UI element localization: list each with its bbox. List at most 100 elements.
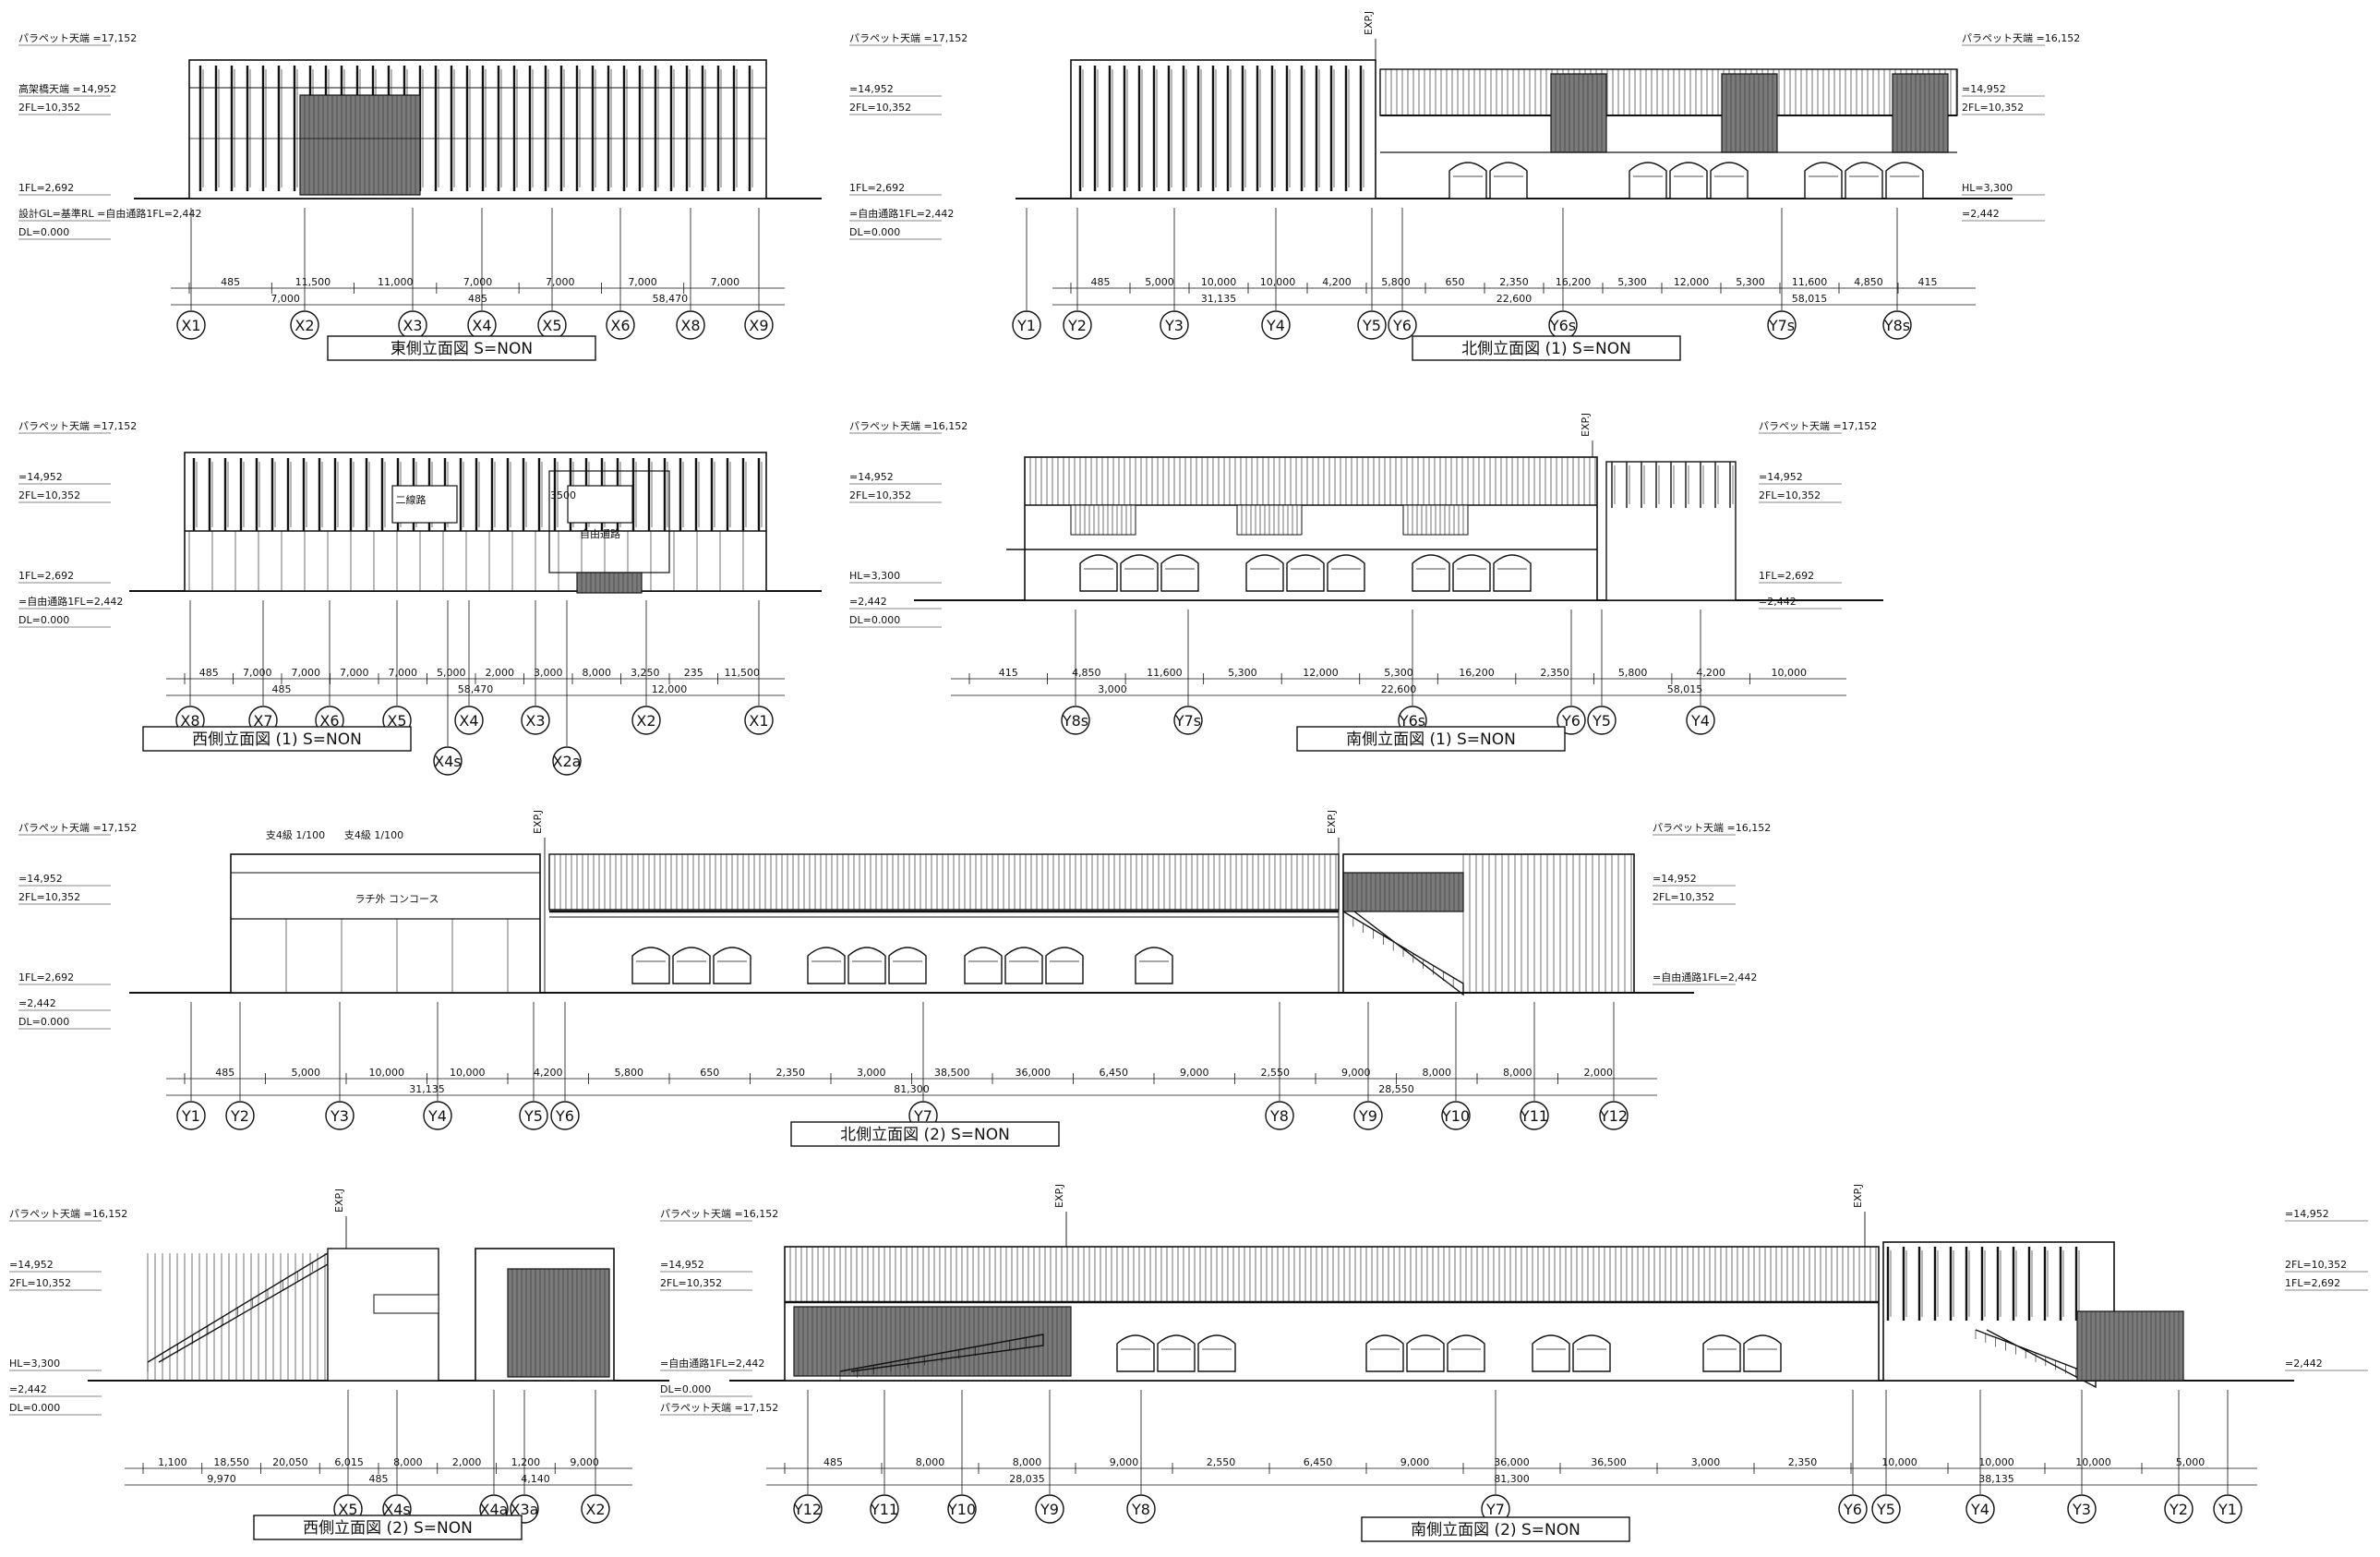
dimension-value: 28,035 — [1009, 1473, 1045, 1485]
dimension-value: 7,000 — [270, 293, 300, 305]
axis-label: Y5 — [1876, 1501, 1895, 1518]
level-labels: パラペット天端 =17,152=14,9522FL=10,3521FL=2,69… — [18, 822, 1771, 1030]
train-car — [1197, 1334, 1236, 1372]
axis-bubble — [325, 1101, 355, 1130]
train-car — [1669, 162, 1708, 199]
dimension-value: 9,000 — [1110, 1456, 1139, 1468]
level-label: 1FL=2,692 — [18, 972, 74, 984]
dimension-value: 415 — [1918, 276, 1938, 288]
level-label: =2,442 — [9, 1383, 47, 1395]
level-label: 設計GL=基準RL =自由通路1FL=2,442 — [18, 207, 202, 220]
dimension-value: 2,350 — [1499, 276, 1529, 288]
drawing-title-text: 東側立面図 S=NON — [391, 340, 533, 358]
level-label: 2FL=10,352 — [1962, 102, 2024, 114]
axis-label: Y7s — [1174, 712, 1201, 730]
level-label: パラペット天端 =17,152 — [1759, 420, 1877, 432]
level-label: パラペット天端 =16,152 — [849, 420, 968, 432]
axis-bubble — [225, 1101, 255, 1130]
drawing-title-text: 南側立面図 (1) S=NON — [1346, 730, 1516, 749]
dimension-value: 38,500 — [934, 1067, 970, 1079]
axis-label: Y3 — [330, 1107, 349, 1125]
dimension-value: 2,000 — [1584, 1067, 1614, 1079]
dimension-value: 485 — [221, 276, 240, 288]
level-label: パラペット天端 =16,152 — [9, 1208, 127, 1220]
dimension-value: 485 — [272, 683, 292, 695]
axis-label: Y8s — [1883, 317, 1910, 334]
axis-label: Y11 — [870, 1501, 898, 1518]
level-label: パラペット天端 =17,152 — [18, 420, 137, 432]
dimension-value: 5,300 — [1617, 276, 1647, 288]
axis-bubble — [1388, 310, 1417, 340]
level-label: 2FL=10,352 — [1653, 891, 1714, 903]
axis-label: X8 — [680, 317, 700, 334]
level-label: =14,952 — [1653, 873, 1697, 885]
dimension-value: 5,000 — [292, 1067, 321, 1079]
level-label: HL=3,300 — [1962, 182, 2013, 194]
axis-label: Y1 — [1016, 317, 1036, 334]
train-car — [1710, 162, 1749, 199]
axis-label: Y9 — [1040, 1501, 1059, 1518]
axis-label: X3a — [511, 1501, 539, 1518]
dimension-value: 235 — [684, 667, 703, 679]
exp-j-label: EXP.J — [1326, 810, 1338, 834]
train-car — [1412, 554, 1450, 592]
dimension-value: 28,550 — [1378, 1083, 1414, 1095]
dimension-value: 7,000 — [463, 276, 493, 288]
train-car — [1804, 162, 1843, 199]
train-car — [1045, 947, 1084, 984]
drawing-title-text: 南側立面図 (2) S=NON — [1411, 1521, 1581, 1539]
axis-label: Y6 — [555, 1107, 574, 1125]
train-car — [1160, 554, 1199, 592]
axis-bubble — [1173, 706, 1203, 735]
dimension-value: 9,000 — [570, 1456, 599, 1468]
dimension-value: 1,100 — [158, 1456, 187, 1468]
train-car — [1116, 1334, 1155, 1372]
axis-label: X4s — [434, 753, 461, 770]
dimension-value: 38,135 — [1978, 1473, 2014, 1485]
train-car — [1629, 162, 1667, 199]
axis-label: Y10 — [947, 1501, 976, 1518]
level-label: =自由通路1FL=2,442 — [849, 207, 954, 220]
dimension-value: 9,970 — [207, 1473, 236, 1485]
level-label: =2,442 — [18, 997, 56, 1009]
axis-bubble — [290, 310, 319, 340]
dimension-value: 7,000 — [292, 667, 321, 679]
drawing-title: 北側立面図 (2) S=NON — [790, 1121, 1060, 1147]
train-car — [1157, 1334, 1196, 1372]
axis-bubble — [606, 310, 635, 340]
level-label: =14,952 — [18, 471, 63, 483]
axis-label: Y2 — [2169, 1501, 2188, 1518]
dimension-value: 10,000 — [1260, 276, 1296, 288]
level-label: =2,442 — [1759, 596, 1797, 608]
dimension-value: 10,000 — [1881, 1456, 1917, 1468]
level-label: =14,952 — [18, 873, 63, 885]
dimension-value: 11,500 — [725, 667, 761, 679]
level-labels: パラペット天端 =16,152=14,9522FL=10,352HL=3,300… — [849, 420, 1877, 628]
axis-bubble — [2213, 1494, 2242, 1524]
axis-label: Y12 — [1599, 1107, 1628, 1125]
level-label: パラペット天端 =16,152 — [1962, 32, 2080, 44]
exp-j-label: EXP.J — [1053, 1184, 1065, 1208]
level-label: =14,952 — [1759, 471, 1803, 483]
dimension-value: 8,000 — [583, 667, 612, 679]
axis-label: X5 — [387, 712, 406, 730]
dimension-value: 7,000 — [546, 276, 575, 288]
axis-label: Y7 — [913, 1107, 932, 1125]
train-car — [1327, 554, 1365, 592]
axis-bubble — [744, 310, 774, 340]
exp-j-label: EXP.J — [1580, 413, 1592, 437]
axis-bubble — [2164, 1494, 2194, 1524]
train-car — [1885, 162, 1924, 199]
train-car — [1079, 554, 1118, 592]
dimension-value: 6,450 — [1100, 1067, 1129, 1079]
train-car — [1532, 1334, 1570, 1372]
axis-bubble — [1838, 1494, 1868, 1524]
level-label: HL=3,300 — [9, 1358, 60, 1370]
axis-label: X7 — [253, 712, 272, 730]
